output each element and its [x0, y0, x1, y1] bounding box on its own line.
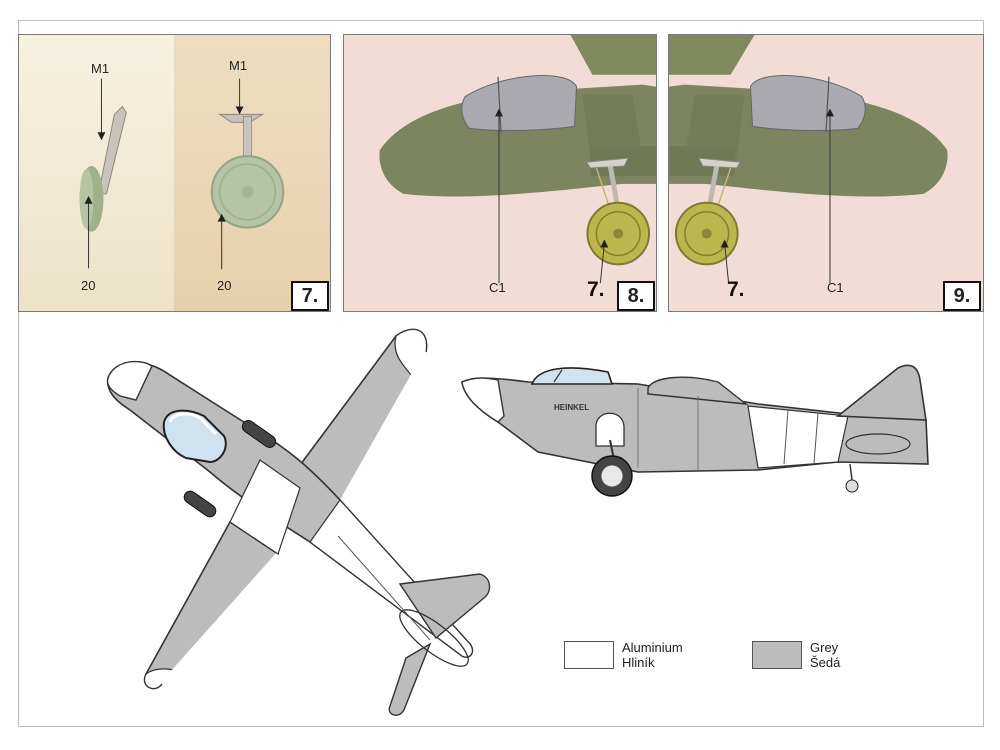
step-number-box: 9. [943, 281, 981, 311]
step-number-box: 8. [617, 281, 655, 311]
photo-panel-step-9: C1 7. 9. [668, 34, 984, 312]
label-c1: C1 [827, 280, 844, 295]
label-20-left: 20 [81, 278, 96, 293]
label-m1-left: M1 [91, 61, 110, 76]
step-7-ref: 7. [587, 278, 605, 301]
photo-panel-step-7: M1 20 M1 20 7. [18, 34, 331, 312]
aircraft-side-view: HEINKEL [461, 364, 929, 497]
label-c1: C1 [489, 280, 506, 295]
legend-aluminium-en: Aluminium [622, 640, 683, 655]
heinkel-marking: HEINKEL [554, 403, 589, 412]
legend-grey-cz: Šedá [810, 655, 841, 670]
step-number-box: 7. [291, 281, 329, 311]
step-7-ref: 7. [727, 278, 745, 301]
fuselage-left-photo [344, 35, 656, 311]
legend-grey-en: Grey [810, 640, 839, 655]
legend-aluminium-cz: Hliník [622, 655, 655, 670]
photo-panel-step-8: C1 7. 8. [343, 34, 657, 312]
landing-gear-photo [19, 35, 330, 311]
fuselage-right-photo [669, 35, 983, 311]
aluminium-swatch [564, 641, 614, 669]
label-20-right: 20 [217, 278, 232, 293]
label-m1-right: M1 [229, 58, 248, 73]
grey-swatch [752, 641, 802, 669]
aircraft-top-view [106, 328, 491, 716]
